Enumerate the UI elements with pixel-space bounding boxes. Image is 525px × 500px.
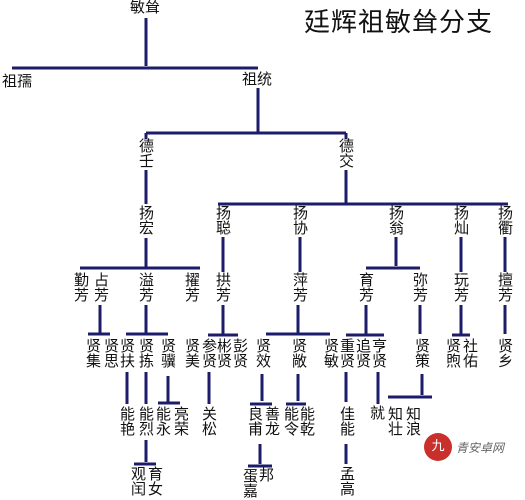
node-meng-gao: 孟高 — [338, 466, 356, 496]
node-zhui-xian: 追贤 — [354, 338, 372, 368]
node-liang-fu: 良甫 — [246, 406, 264, 436]
node-xian-xiao: 贤效 — [254, 338, 272, 368]
node-xian-xiang: 贤乡 — [496, 338, 514, 368]
node-xian-lian: 贤拣 — [137, 338, 155, 368]
node-shan-fang: 擅芳 — [496, 272, 514, 302]
node-qin-fang: 勤芳 — [72, 272, 90, 302]
node-yang-xie: 扬协 — [291, 205, 309, 235]
node-mi-fang: 弥芳 — [411, 272, 429, 302]
node-zhi-lang: 知浪 — [404, 406, 422, 436]
node-can-xian: 参贤 — [200, 338, 218, 368]
node-xian-si: 贤思 — [102, 338, 120, 368]
node-yang-can: 扬灿 — [452, 205, 470, 235]
node-zhi-zhuang: 知壮 — [386, 406, 404, 436]
node-zhan-fang: 占芳 — [92, 272, 110, 302]
node-guan-run: 观闰 — [129, 466, 147, 496]
node-jiu: 就 — [370, 404, 386, 422]
node-xian-chang: 贤敞 — [290, 338, 308, 368]
node-yang-weng: 扬翁 — [387, 205, 405, 235]
node-neng-qian: 能乾 — [298, 406, 316, 436]
node-neng-yong: 能永 — [154, 406, 172, 436]
node-yang-qu: 扬衢 — [496, 205, 514, 235]
node-xian-ji: 贤集 — [84, 338, 102, 368]
node-yang-hong: 扬宏 — [137, 205, 155, 235]
node-xian-mei: 贤美 — [183, 338, 201, 368]
node-liang-rong: 亮荣 — [172, 406, 190, 436]
node-neng-lie: 能烈 — [137, 406, 155, 436]
site-watermark: 九 青安卓网 — [424, 433, 520, 463]
node-yu-nv: 育女 — [146, 466, 164, 496]
node-she-you: 社佑 — [461, 338, 479, 368]
node-zu-ru: 祖孺 — [2, 72, 33, 90]
node-zu-tong: 祖统 — [242, 70, 273, 88]
node-de-jiao: 德交 — [337, 138, 355, 168]
node-zhuo-fang: 擢芳 — [183, 272, 201, 302]
node-de-ren: 德壬 — [137, 138, 155, 168]
node-guan-song: 关松 — [200, 406, 218, 436]
node-neng-ling: 能令 — [282, 406, 300, 436]
node-xian-xu: 贤煦 — [444, 338, 462, 368]
node-yang-cong: 扬聪 — [214, 205, 232, 235]
node-jia-neng: 佳能 — [338, 406, 356, 436]
node-bang: 邦 — [259, 466, 275, 484]
watermark-logo-icon: 九 — [424, 433, 452, 461]
node-xian-ce: 贤策 — [413, 338, 431, 368]
page-title: 廷辉祖敏耸分支 — [304, 8, 494, 38]
node-peng-xian: 彭贤 — [231, 338, 249, 368]
node-shan-long: 善龙 — [263, 406, 281, 436]
node-xian-min: 贤敏 — [322, 338, 340, 368]
node-bin-xian: 彬贤 — [215, 338, 233, 368]
node-wan-fang: 玩芳 — [452, 272, 470, 302]
node-neng-yan: 能艳 — [118, 406, 136, 436]
node-zhong-xian: 重贤 — [338, 338, 356, 368]
node-gong-fang: 拱芳 — [214, 272, 232, 302]
node-heng-xian: 亨贤 — [370, 338, 388, 368]
node-xian-fu: 贤扶 — [118, 338, 136, 368]
node-min-song: 敏耸 — [130, 0, 161, 16]
node-ping-fang: 萍芳 — [291, 272, 309, 302]
node-yi-fang: 溢芳 — [137, 272, 155, 302]
node-dan-jia: 蛋嘉 — [241, 468, 259, 498]
node-yu-fang: 育芳 — [357, 272, 375, 302]
node-xian-ji2: 贤骥 — [159, 338, 177, 368]
watermark-text: 青安卓网 — [456, 441, 505, 455]
